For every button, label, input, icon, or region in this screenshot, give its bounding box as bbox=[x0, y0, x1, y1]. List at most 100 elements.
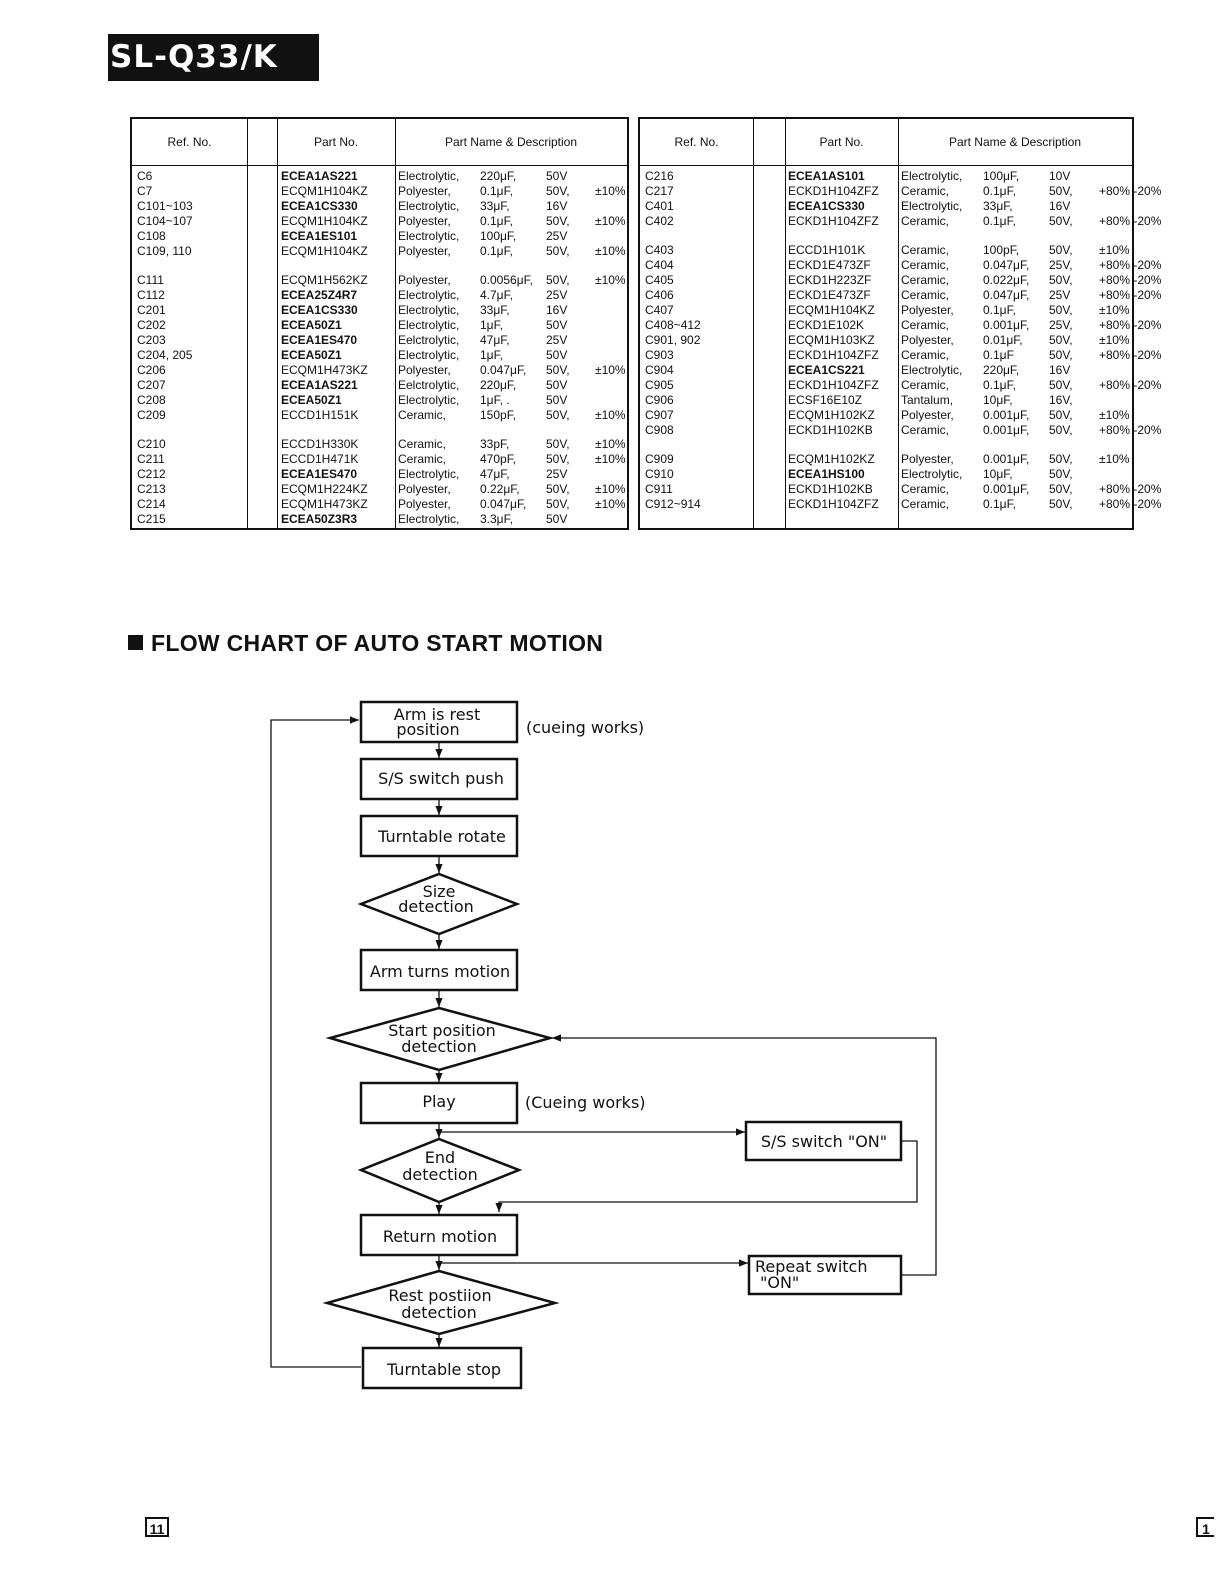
tolerance-cell: ±10% bbox=[1099, 243, 1130, 257]
ref-cell: C404 bbox=[645, 258, 674, 272]
section-title: FLOW CHART OF AUTO START MOTION bbox=[151, 630, 604, 656]
ref-cell: C903 bbox=[645, 348, 674, 362]
part-cell: ECQM1H224KZ bbox=[281, 482, 368, 496]
tolerance-cell: +80% -20% bbox=[1099, 273, 1162, 287]
tolerance-cell: ±10% bbox=[595, 452, 626, 466]
value-cell: 0.1μF, bbox=[480, 244, 513, 258]
value-cell: 33μF, bbox=[480, 199, 510, 213]
ss-on-box bbox=[744, 1120, 903, 1162]
voltage-cell: 25V bbox=[546, 467, 568, 481]
value-cell: 0.1μF, bbox=[983, 497, 1016, 511]
tolerance-cell: +80% -20% bbox=[1099, 378, 1162, 392]
parts-table-right: Ref. No. Part No. Part Name & Descriptio… bbox=[638, 117, 1161, 530]
value-cell: 10μF, bbox=[983, 467, 1013, 481]
ref-cell: C7 bbox=[137, 184, 153, 198]
tolerance-cell: ±10% bbox=[595, 184, 626, 198]
start-detection-diamond bbox=[325, 1006, 555, 1072]
part-cell: ECKD1H223ZF bbox=[788, 273, 872, 287]
part-cell: ECEA1AS221 bbox=[281, 169, 358, 183]
ref-cell: C909 bbox=[645, 452, 674, 466]
value-cell: 100μF, bbox=[983, 169, 1020, 183]
value-cell: 10μF, bbox=[983, 393, 1013, 407]
type-cell: Electrolytic, bbox=[398, 393, 460, 407]
part-cell: ECCD1H330K bbox=[281, 437, 359, 451]
voltage-cell: 16V bbox=[546, 199, 568, 213]
type-cell: Ceramic, bbox=[901, 318, 950, 332]
voltage-cell: 50V, bbox=[546, 452, 570, 466]
value-cell: 0.22μF, bbox=[480, 482, 520, 496]
voltage-cell: 50V bbox=[546, 512, 568, 526]
cueing-note-2: (Cueing works) bbox=[525, 1093, 646, 1112]
value-cell: 220μF, bbox=[480, 169, 517, 183]
value-cell: 0.0056μF, bbox=[480, 273, 533, 287]
type-cell: Polyester, bbox=[398, 184, 451, 198]
part-cell: ECCD1H471K bbox=[281, 452, 359, 466]
tolerance-cell: +80% -20% bbox=[1099, 184, 1162, 198]
ref-cell: C908 bbox=[645, 423, 674, 437]
size-detection-line1: Size bbox=[423, 882, 456, 901]
start-detection-line2: detection bbox=[401, 1037, 477, 1056]
ref-cell: C912~914 bbox=[645, 497, 701, 511]
arm-turns-label: Arm turns motion bbox=[370, 962, 510, 981]
turntable-stop-box bbox=[361, 1346, 523, 1390]
ref-cell: C403 bbox=[645, 243, 674, 257]
part-cell: ECKD1H104ZFZ bbox=[788, 214, 879, 228]
type-cell: Polyester, bbox=[398, 482, 451, 496]
ref-cell: C407 bbox=[645, 303, 674, 317]
return-motion-box bbox=[359, 1213, 519, 1257]
value-cell: 150pF, bbox=[480, 408, 517, 422]
type-cell: Electrolytic, bbox=[398, 199, 460, 213]
type-cell: Ceramic, bbox=[901, 243, 950, 257]
type-cell: Polyester, bbox=[398, 363, 451, 377]
voltage-cell: 50V, bbox=[1049, 497, 1073, 511]
play-box bbox=[359, 1081, 519, 1125]
voltage-cell: 50V, bbox=[1049, 482, 1073, 496]
value-cell: 1μF, . bbox=[480, 393, 510, 407]
part-cell: ECEA1CS330 bbox=[281, 199, 358, 213]
voltage-cell: 50V, bbox=[546, 497, 570, 511]
value-cell: 0.001μF, bbox=[983, 408, 1030, 422]
voltage-cell: 25V bbox=[546, 229, 568, 243]
ref-cell: C112 bbox=[137, 288, 165, 302]
part-cell: ECEA1HS100 bbox=[788, 467, 865, 481]
part-cell: ECQM1H104KZ bbox=[281, 244, 368, 258]
end-detection-diamond bbox=[357, 1137, 523, 1204]
ref-cell: C201 bbox=[137, 303, 166, 317]
value-cell: 0.047μF, bbox=[480, 363, 527, 377]
tolerance-cell: ±10% bbox=[1099, 408, 1130, 422]
type-cell: Polyester, bbox=[398, 214, 451, 228]
ref-cell: C204, 205 bbox=[137, 348, 193, 362]
return-motion-label: Return motion bbox=[383, 1227, 497, 1246]
tolerance-cell: ±10% bbox=[595, 437, 626, 451]
value-cell: 220μF, bbox=[983, 363, 1020, 377]
value-cell: 0.1μF, bbox=[983, 184, 1016, 198]
voltage-cell: 50V, bbox=[546, 184, 570, 198]
model-label: SL-Q33/K bbox=[108, 34, 319, 81]
part-cell: ECKD1H104ZFZ bbox=[788, 497, 879, 511]
voltage-cell: 50V bbox=[546, 393, 568, 407]
value-cell: 33μF, bbox=[480, 303, 510, 317]
type-cell: Tantalum, bbox=[901, 393, 954, 407]
voltage-cell: 16V bbox=[546, 303, 568, 317]
play-label: Play bbox=[422, 1092, 455, 1111]
part-cell: ECEA1ES470 bbox=[281, 333, 358, 347]
voltage-cell: 10V bbox=[1049, 169, 1071, 183]
part-cell: ECKD1E102K bbox=[788, 318, 865, 332]
ref-cell: C212 bbox=[137, 467, 166, 481]
tolerance-cell: +80% -20% bbox=[1099, 423, 1162, 437]
header-part: Part No. bbox=[819, 135, 864, 149]
type-cell: Ceramic, bbox=[901, 348, 950, 362]
part-cell: ECEA50Z1 bbox=[281, 318, 342, 332]
